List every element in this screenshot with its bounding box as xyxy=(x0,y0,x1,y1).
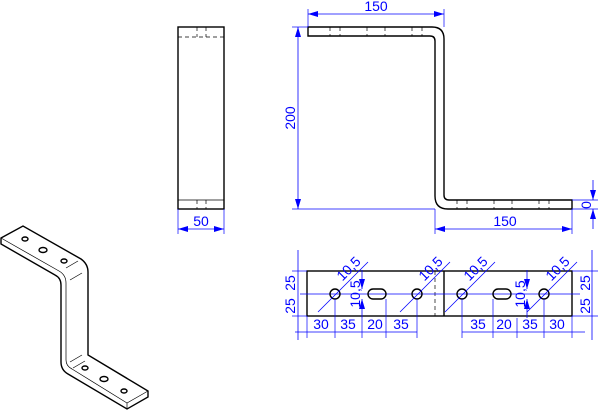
dim-30-left: 30 xyxy=(313,316,329,332)
iso-hole xyxy=(60,258,68,264)
bottom-flange-label: 150 xyxy=(493,213,517,229)
slot xyxy=(492,288,512,300)
side-view: 50 xyxy=(177,26,225,234)
top-flange-label: 150 xyxy=(364,0,388,14)
iso-hole xyxy=(81,365,89,371)
iso-slot xyxy=(38,246,48,254)
left-dim-bottom: 25 xyxy=(282,298,298,314)
iso-hole xyxy=(120,388,128,394)
dim-35-4: 35 xyxy=(522,316,538,332)
slot xyxy=(367,288,387,300)
dim-35-1: 35 xyxy=(340,316,356,332)
right-dim-bottom: 25 xyxy=(577,298,593,314)
iso-slot xyxy=(99,375,109,383)
slot-label-2: 10,5 xyxy=(512,280,528,307)
side-width-label: 50 xyxy=(193,213,209,229)
dim-35-3: 35 xyxy=(470,316,486,332)
offset-label: 0 xyxy=(578,201,594,209)
hole-label-4: 10,5 xyxy=(542,253,573,284)
front-view: 150 200 150 0 xyxy=(282,0,598,234)
right-dim-top: 25 xyxy=(577,275,593,291)
dim-20-right: 20 xyxy=(496,316,512,332)
iso-hole xyxy=(21,236,29,242)
plan-view: 10,5 10,5 10,5 10,5 10,5 10,5 25 25 25 2… xyxy=(282,250,598,340)
height-label: 200 xyxy=(282,106,298,130)
dim-30-right: 30 xyxy=(549,316,565,332)
left-dim-top: 25 xyxy=(282,275,298,291)
hole-label-1: 10,5 xyxy=(333,253,364,284)
slot-label-1: 10,5 xyxy=(347,280,363,307)
hole-label-2: 10,5 xyxy=(415,253,446,284)
dim-20-left: 20 xyxy=(367,316,383,332)
dim-35-2: 35 xyxy=(393,316,409,332)
hole-label-3: 10,5 xyxy=(460,253,491,284)
isometric-view xyxy=(0,225,149,410)
